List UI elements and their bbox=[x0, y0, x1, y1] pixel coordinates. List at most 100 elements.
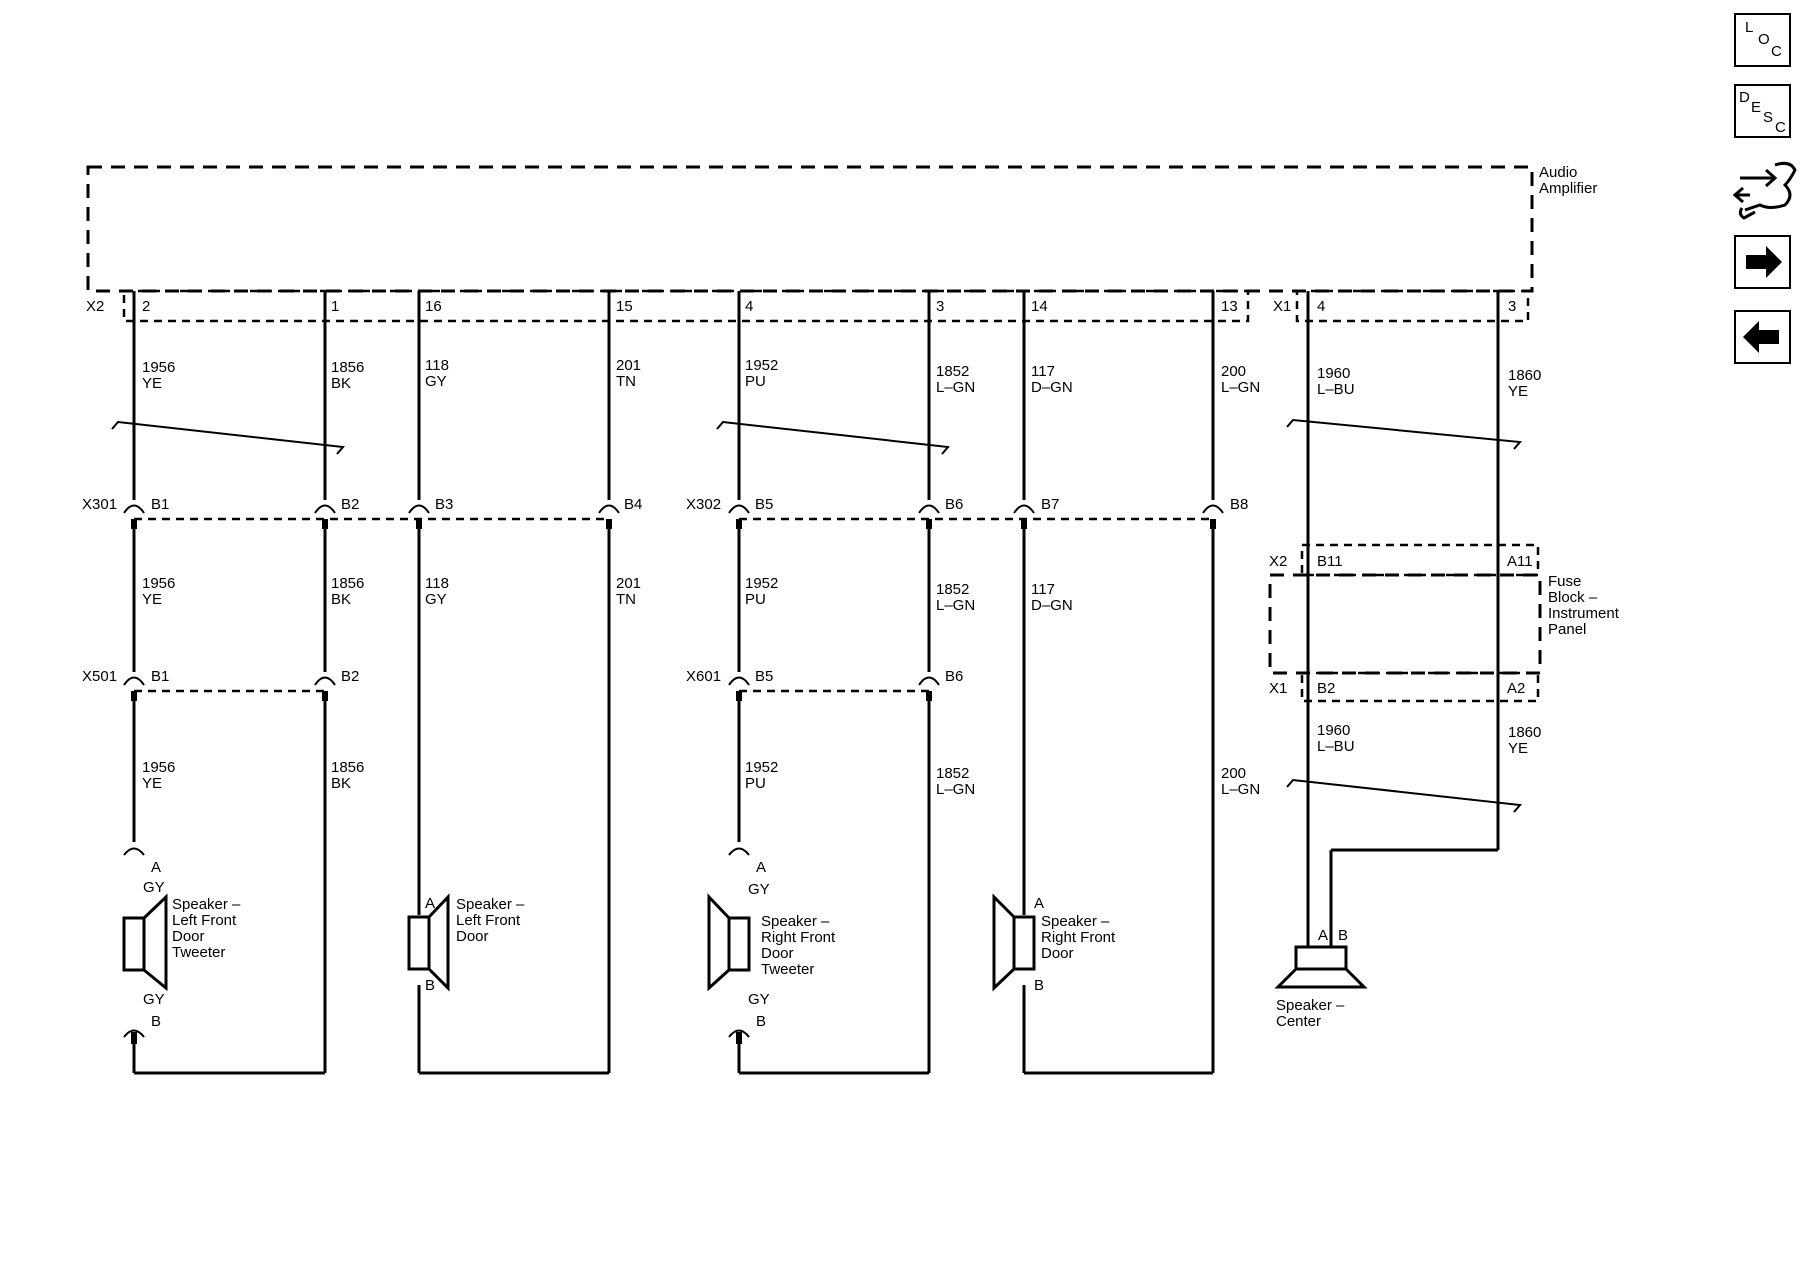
back-button[interactable] bbox=[1734, 310, 1791, 364]
pin-label: A2 bbox=[1507, 680, 1525, 697]
speaker-rfd-line1: Speaker – bbox=[1041, 913, 1110, 930]
loc-letter-c: C bbox=[1771, 43, 1782, 60]
wire-label-line: PU bbox=[745, 591, 766, 608]
wire-label-line: D–GN bbox=[1031, 379, 1073, 396]
wire-label-line: L–BU bbox=[1317, 381, 1355, 398]
speaker-lf-door-symbol bbox=[407, 893, 450, 992]
pin-label: B2 bbox=[341, 496, 359, 513]
wire-label-line: D–GN bbox=[1031, 597, 1073, 614]
twisted-pair-markers bbox=[111, 418, 1523, 813]
pin-label: 4 bbox=[745, 298, 753, 315]
pin-label: B bbox=[1034, 977, 1044, 994]
speaker-lfd-line3: Door bbox=[456, 928, 489, 945]
wire-label-line: L–GN bbox=[936, 597, 975, 614]
wire-label-line: 201 bbox=[616, 357, 641, 374]
wire-label-line: 201 bbox=[616, 575, 641, 592]
speaker-rf-door-symbol bbox=[992, 893, 1036, 992]
speaker-lft-line3: Door bbox=[172, 928, 205, 945]
pin-label: 3 bbox=[1508, 298, 1516, 315]
pin-label: 1 bbox=[331, 298, 339, 315]
wires bbox=[132, 291, 1500, 1075]
wire-label-line: 200 bbox=[1221, 363, 1246, 380]
next-button[interactable] bbox=[1734, 235, 1791, 289]
wire-label-line: 1860 bbox=[1508, 367, 1541, 384]
desc-letter-d: D bbox=[1739, 89, 1750, 106]
pin-label: A bbox=[756, 859, 766, 876]
pin-label: 14 bbox=[1031, 298, 1048, 315]
wire-label-line: 1960 bbox=[1317, 365, 1350, 382]
speaker-rft-line1: Speaker – bbox=[761, 913, 830, 930]
desc-button[interactable]: D E S C bbox=[1734, 84, 1791, 138]
connector-x2-label: X2 bbox=[86, 298, 104, 315]
wire-label-line: 1952 bbox=[745, 575, 778, 592]
wire-label-line: 117 bbox=[1031, 363, 1055, 380]
loc-button[interactable]: L O C bbox=[1734, 13, 1791, 67]
wire-label-line: 1860 bbox=[1508, 724, 1541, 741]
pin-label: B2 bbox=[1317, 680, 1335, 697]
loc-letter-o: O bbox=[1758, 31, 1770, 48]
wire-label-line: 200 bbox=[1221, 765, 1246, 782]
pin-label: B7 bbox=[1041, 496, 1059, 513]
connector-x1-label: X1 bbox=[1273, 298, 1291, 315]
pin-label: B5 bbox=[755, 668, 773, 685]
pin-label: B bbox=[756, 1013, 766, 1030]
inline-terminals-row1 bbox=[123, 504, 1224, 529]
wire-label-line: 1960 bbox=[1317, 722, 1350, 739]
speaker-rf-door-label: Speaker – Right Front Door bbox=[1041, 913, 1119, 962]
speaker-rfd-line2: Right Front bbox=[1041, 929, 1116, 946]
wire-label-line: L–GN bbox=[936, 379, 975, 396]
speaker-lfd-line1: Speaker – bbox=[456, 896, 525, 913]
speaker-center-label: Speaker – Center bbox=[1276, 997, 1349, 1030]
connector-x601-label: X601 bbox=[686, 668, 721, 685]
desc-letter-c: C bbox=[1775, 119, 1786, 136]
pin-label: B11 bbox=[1317, 553, 1343, 570]
speaker-lf-tweeter-label: Speaker – Left Front Door Tweeter bbox=[172, 896, 245, 961]
wire-label-line: PU bbox=[745, 775, 766, 792]
fuse-label-line1: Fuse bbox=[1548, 573, 1581, 590]
wire-label-line: YE bbox=[1508, 383, 1528, 400]
pin-label: B5 bbox=[755, 496, 773, 513]
wire-label-line: YE bbox=[142, 375, 162, 392]
desc-letter-e: E bbox=[1751, 99, 1761, 116]
pin-label: GY bbox=[143, 879, 165, 896]
pin-label: A bbox=[425, 895, 435, 912]
connector-fb-x1-label: X1 bbox=[1269, 680, 1287, 697]
wire-label-line: 1956 bbox=[142, 359, 175, 376]
connector-wrench-button[interactable] bbox=[1732, 161, 1797, 220]
pin-label: A bbox=[151, 859, 161, 876]
speaker-lft-line4: Tweeter bbox=[172, 944, 225, 961]
wire-label-line: GY bbox=[425, 373, 447, 390]
speaker-lft-line1: Speaker – bbox=[172, 896, 241, 913]
arrow-left-icon bbox=[1743, 321, 1779, 353]
wire-label-line: 1856 bbox=[331, 359, 364, 376]
connector-x2-strip bbox=[122, 289, 1250, 323]
desc-letter-s: S bbox=[1763, 109, 1773, 126]
speaker-rfd-line3: Door bbox=[1041, 945, 1074, 962]
wire-label-line: BK bbox=[331, 375, 351, 392]
pin-label: B2 bbox=[341, 668, 359, 685]
speaker-lf-tweeter-symbol bbox=[122, 847, 168, 1044]
pin-label: B1 bbox=[151, 496, 169, 513]
amp-label-line2: Amplifier bbox=[1539, 180, 1597, 197]
wire-label-line: L–GN bbox=[1221, 781, 1260, 798]
pin-label: A11 bbox=[1507, 553, 1533, 570]
pin-label: B4 bbox=[624, 496, 642, 513]
arrow-right-icon bbox=[1746, 246, 1782, 278]
pin-label: B bbox=[151, 1013, 161, 1030]
wire-label-line: L–GN bbox=[1221, 379, 1260, 396]
